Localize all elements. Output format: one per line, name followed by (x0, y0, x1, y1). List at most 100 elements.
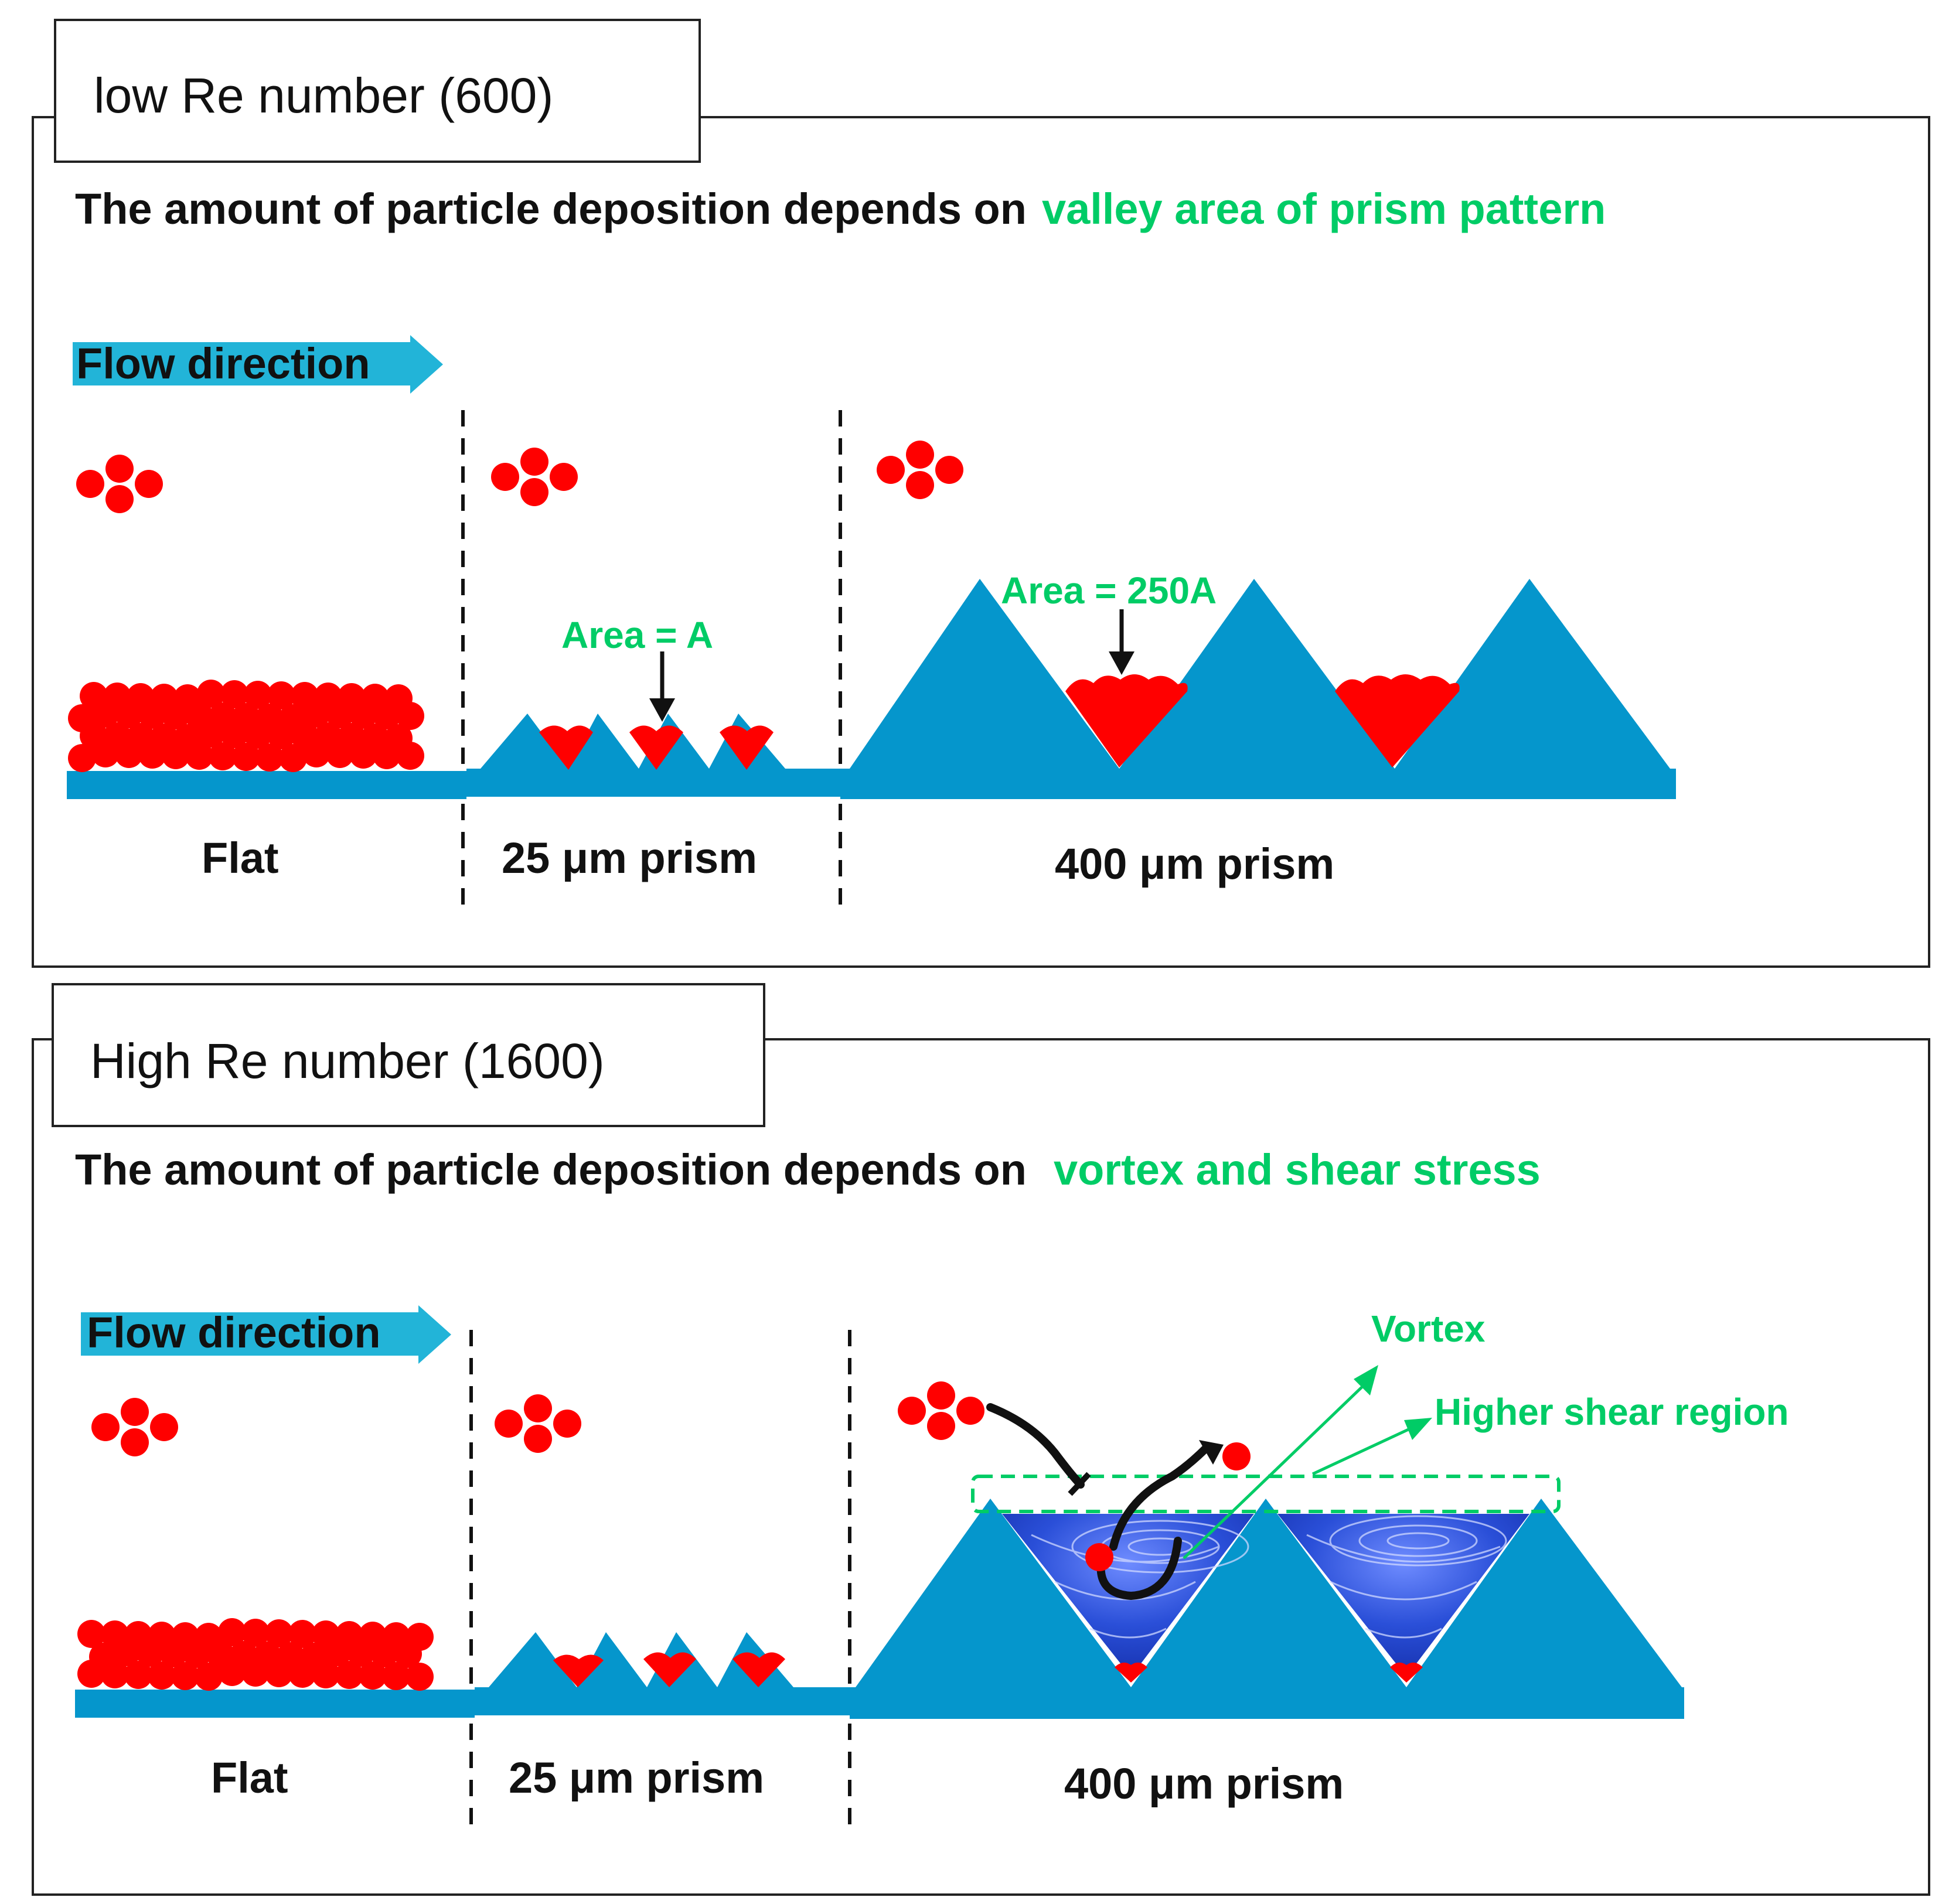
particle (255, 743, 284, 772)
panel-low-re-subtitle-highlight: valley area of prism pattern (1042, 185, 1606, 233)
particle (335, 1661, 363, 1689)
region-label-25um: 25 μm prism (502, 834, 757, 882)
flat-substrate (75, 1690, 475, 1718)
particle (148, 1661, 176, 1690)
particle (150, 724, 178, 752)
particle (406, 1663, 434, 1691)
particle (300, 1643, 328, 1671)
panel-high-re: High Re number (1600) The amount of part… (32, 983, 1930, 1896)
region-label-400um: 400 μm prism (1064, 1759, 1344, 1808)
particle (312, 1620, 340, 1649)
particle-cluster-icon (495, 1394, 581, 1453)
flat-substrate (67, 771, 466, 799)
particle (406, 1623, 434, 1651)
right-arrow-icon (73, 335, 443, 394)
particle-cluster-icon (898, 1381, 984, 1440)
particle (173, 684, 202, 712)
particle (103, 722, 131, 750)
particle (359, 1661, 387, 1690)
particle (220, 680, 248, 708)
particle (127, 723, 155, 751)
particle-in-vortex (1085, 1543, 1113, 1571)
vortex-cavity (1277, 1514, 1529, 1677)
panel-low-re-flow-label: Flow direction (76, 339, 370, 388)
prism-400um-deposit (1390, 1662, 1423, 1683)
region-label-400um: 400 μm prism (1055, 840, 1334, 888)
panel-low-re-title-box (54, 19, 701, 163)
prism-25um-deposit (539, 725, 774, 770)
particle (127, 683, 155, 711)
vortex-pointer-arrow (1183, 1365, 1378, 1560)
panel-low-re-subtitle-prefix: The amount of particle deposition depend… (75, 185, 1027, 233)
region-label-flat: Flat (202, 834, 279, 882)
particle (195, 1623, 223, 1651)
prism-400um-deposit (1065, 674, 1460, 767)
particle (338, 683, 366, 711)
panel-high-re-flow-label: Flow direction (87, 1308, 381, 1357)
particle (382, 1622, 410, 1650)
particle (279, 704, 307, 732)
particle (171, 1622, 199, 1650)
flat-particle-deposit (77, 1618, 434, 1691)
particle (244, 681, 272, 709)
shear-pointer-arrow (1311, 1418, 1432, 1476)
particle (253, 1642, 281, 1670)
region-label-25um: 25 μm prism (509, 1753, 764, 1802)
right-arrow-icon (81, 1305, 451, 1364)
trajectory-tick (1068, 1472, 1091, 1496)
particle (124, 1661, 152, 1689)
particle (314, 683, 342, 711)
particle (338, 723, 366, 751)
panel-high-re-title-box (52, 983, 765, 1127)
particle (209, 702, 237, 731)
particle (384, 724, 413, 752)
particle (77, 1620, 105, 1648)
area-small-label: Area = A (561, 614, 713, 656)
particle-cluster-icon (491, 448, 578, 506)
down-arrow-icon (1109, 609, 1134, 675)
particle (195, 1663, 223, 1691)
particle-trajectory-vortex (1109, 1443, 1211, 1551)
particle-trajectory-loop (1096, 1537, 1182, 1601)
particle (89, 1643, 117, 1671)
particle (382, 1662, 410, 1690)
particle (314, 722, 342, 750)
panel-low-re-title: low Re number (600) (94, 68, 553, 123)
area-large-label: Area = 250A (1001, 569, 1217, 612)
panel-high-re-subtitle-highlight: vortex and shear stress (1054, 1145, 1541, 1194)
region-label-flat: Flat (211, 1753, 288, 1802)
particle (148, 1622, 176, 1650)
higher-shear-region-box (971, 1475, 1561, 1513)
particle-trajectory-in (986, 1403, 1085, 1489)
prism-25um-deposit (553, 1652, 785, 1687)
particle (361, 724, 389, 752)
particle (255, 704, 284, 732)
particle (279, 744, 307, 772)
particle (218, 1618, 246, 1646)
particle (68, 744, 96, 772)
panel-high-re-frame (32, 1038, 1930, 1896)
particle-cluster-icon (877, 441, 963, 499)
trajectory-arrow-icon (1199, 1440, 1224, 1465)
particle (80, 682, 108, 710)
particle (124, 1621, 152, 1649)
panel-low-re-frame (32, 116, 1930, 968)
panel-high-re-subtitle: The amount of particle deposition depend… (75, 1145, 1541, 1194)
flat-particle-deposit (68, 680, 424, 772)
particle (277, 1642, 305, 1670)
particle (232, 703, 260, 731)
particle (209, 742, 237, 770)
particle (197, 680, 225, 708)
particle (267, 681, 295, 709)
down-arrow-icon (649, 651, 675, 722)
particle (232, 743, 260, 771)
particle (230, 1641, 258, 1669)
panel-high-re-subtitle-prefix: The amount of particle deposition depend… (75, 1145, 1027, 1194)
particle (103, 683, 131, 711)
particle (288, 1620, 316, 1648)
prism-400um-deposit (1115, 1662, 1147, 1683)
particle (265, 1619, 293, 1647)
particle (241, 1619, 270, 1647)
